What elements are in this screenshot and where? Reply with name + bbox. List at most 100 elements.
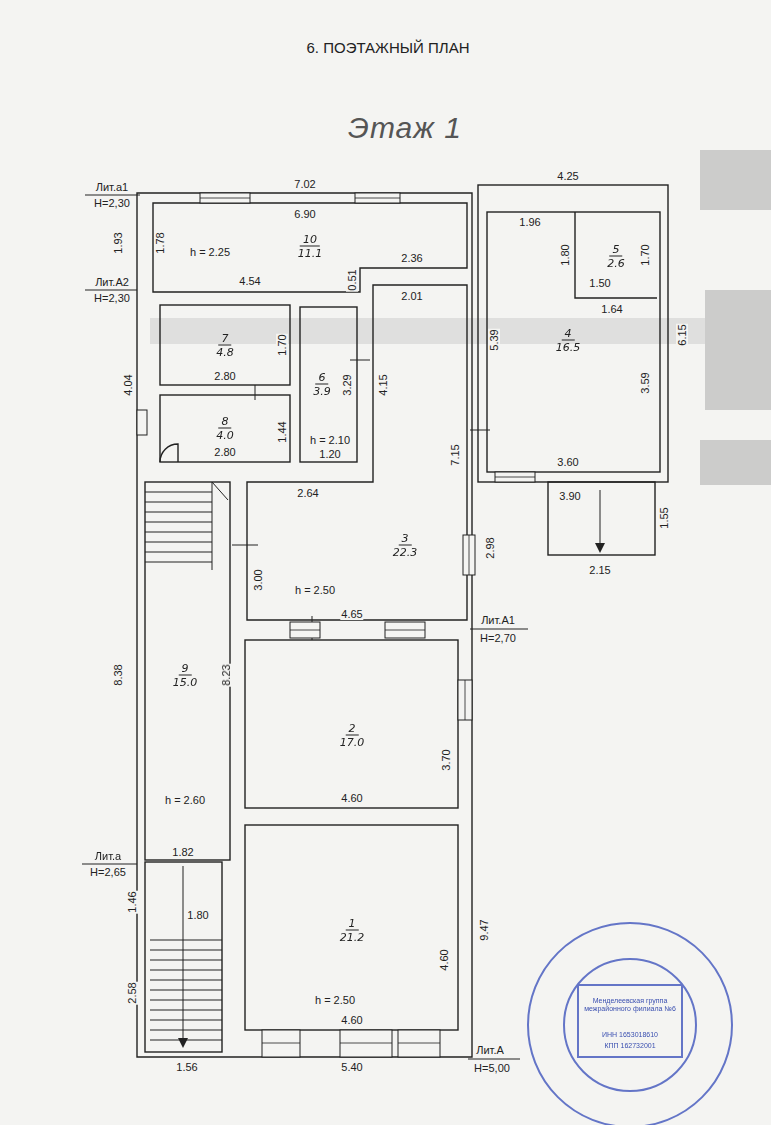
dimension-label: 4.60 (340, 1014, 363, 1026)
dimension-label: Лит.А (475, 1044, 505, 1056)
dimension-label: 3.90 (558, 490, 581, 502)
room-number: 2 (346, 722, 359, 736)
dimension-label: 1.96 (518, 216, 541, 228)
dimension-label: 1.80 (186, 909, 209, 921)
room-area: 2.6 (604, 257, 628, 270)
dimension-label: 1.78 (154, 231, 166, 254)
room-label: 217.0 (337, 722, 368, 749)
room-area: 16.5 (553, 341, 584, 354)
dimension-label: 2.15 (588, 564, 611, 576)
room-number: 10 (300, 233, 320, 247)
dimension-label: 4.15 (377, 373, 389, 396)
dimension-label: 6.15 (676, 323, 688, 346)
room: 217.0 (245, 640, 458, 808)
dimension-label: H=2,30 (93, 292, 131, 304)
dimension-label: 3.00 (252, 568, 264, 591)
room-number: 1 (346, 917, 359, 931)
dimension-label: 6.90 (293, 208, 316, 220)
room-area: 11.1 (295, 247, 326, 260)
room-label: 915.0 (170, 662, 201, 689)
dimension-label: 1.82 (171, 846, 194, 858)
dimension-label: H=2,30 (93, 197, 131, 209)
room-area: 3.9 (310, 385, 334, 398)
dimension-label: 1.56 (175, 1061, 198, 1073)
dimension-label: 1.50 (588, 277, 611, 289)
dimension-label: 3.59 (639, 371, 651, 394)
dimension-label: 1.20 (318, 448, 341, 460)
dimension-label: 1.64 (600, 303, 623, 315)
dimension-label: 5.40 (340, 1061, 363, 1073)
dimension-label: Лит.а (94, 850, 122, 862)
room-label: 74.8 (213, 332, 237, 359)
dimension-label: 1.70 (639, 243, 651, 266)
room-label: 52.6 (604, 243, 628, 270)
room-area: 22.3 (390, 546, 421, 559)
room-label: 322.3 (390, 532, 421, 559)
dimension-label: 1.70 (276, 333, 288, 356)
dimension-label: 4.04 (122, 373, 134, 396)
room-number: 4 (562, 327, 575, 341)
dimension-label: h = 2.50 (294, 584, 336, 596)
dimension-label: 0.51 (346, 268, 358, 291)
room-number: 6 (316, 371, 329, 385)
stamp-text: Менделеевская группа межрайонного филиал… (581, 997, 679, 1013)
plan-title: 6. ПОЭТАЖНЫЙ ПЛАН (307, 39, 470, 56)
dimension-label: 4.54 (238, 275, 261, 287)
dimension-label: 2.01 (400, 290, 423, 302)
room-area: 15.0 (170, 676, 201, 689)
dimension-label: h = 2.50 (314, 994, 356, 1006)
dimension-label: Лит.а1 (95, 181, 129, 193)
room-area: 21.2 (337, 931, 368, 944)
dimension-label: 5.39 (488, 328, 500, 351)
dimension-label: 2.98 (484, 536, 496, 559)
dimension-label: 1.55 (658, 506, 670, 529)
dimension-label: H=2,65 (89, 866, 127, 878)
room-label: 121.2 (337, 917, 368, 944)
stamp-text: ИНН 1653018610 (601, 1031, 659, 1039)
dimension-label: 4.25 (556, 170, 579, 182)
floor-heading: Этаж 1 (347, 111, 463, 145)
room-label: 416.5 (553, 327, 584, 354)
room-area: 17.0 (337, 736, 368, 749)
dimension-label: 8.23 (220, 663, 232, 686)
dimension-label: 9.47 (478, 918, 490, 941)
dimension-label: 3.29 (341, 373, 353, 396)
room-area: 4.0 (213, 429, 237, 442)
room-number: 3 (399, 532, 412, 546)
room-number: 5 (610, 243, 623, 257)
room-number: 9 (179, 662, 192, 676)
dimension-label: h = 2.60 (164, 794, 206, 806)
dimension-label: 3.70 (440, 748, 452, 771)
dimension-label: h = 2.25 (189, 246, 231, 258)
dimension-label: 1.93 (112, 231, 124, 254)
dimension-label: 1.44 (276, 420, 288, 443)
dimension-label: 7.02 (293, 178, 316, 190)
dimension-label: 2.36 (400, 252, 423, 264)
dimension-label: H=2,70 (479, 632, 517, 644)
room-area: 4.8 (213, 346, 237, 359)
dimension-label: Лит.А2 (94, 276, 130, 288)
dimension-label: 2.80 (213, 370, 236, 382)
dimension-label: 2.58 (126, 981, 138, 1004)
dimension-label: h = 2.10 (309, 434, 351, 446)
dimension-label: 1.46 (126, 890, 138, 913)
dimension-label: 4.60 (340, 792, 363, 804)
room-label: 84.0 (213, 415, 237, 442)
dimension-label: 8.38 (112, 663, 124, 686)
room-number: 7 (219, 332, 232, 346)
dimension-label: 2.80 (213, 446, 236, 458)
dimension-label: 3.60 (556, 456, 579, 468)
dimension-label: 7.15 (449, 443, 461, 466)
stamp-text: КПП 162732001 (603, 1042, 656, 1050)
dimension-label: Лит.А1 (480, 614, 516, 626)
room-number: 8 (219, 415, 232, 429)
dimension-label: 2.64 (296, 487, 319, 499)
room-label: 1011.1 (295, 233, 326, 260)
room-label: 63.9 (310, 371, 334, 398)
dimension-label: 1.80 (559, 243, 571, 266)
dimension-label: 4.60 (438, 948, 450, 971)
dimension-label: H=5,00 (473, 1062, 511, 1074)
dimension-label: 4.65 (340, 608, 363, 620)
